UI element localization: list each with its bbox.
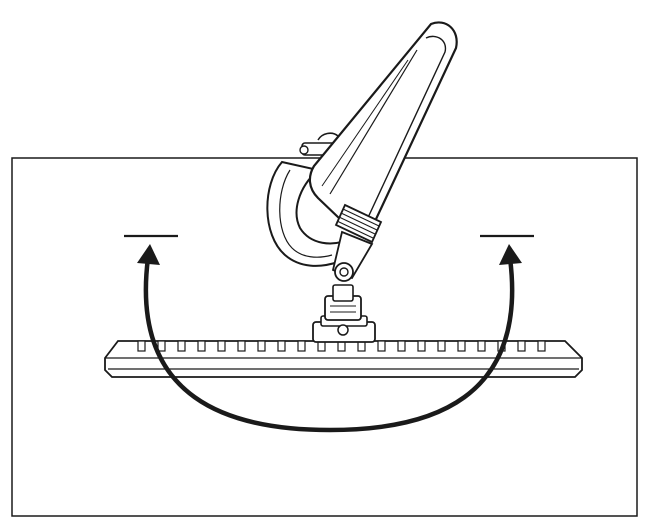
base-slot [417, 340, 426, 352]
base-slot [177, 340, 186, 352]
base-slot [137, 340, 146, 352]
slotted-base-bar [104, 340, 583, 378]
base-slot [377, 340, 386, 352]
base-slot [237, 340, 246, 352]
lamp-arm [308, 21, 458, 282]
base-slot [437, 340, 446, 352]
base-slot [517, 340, 526, 352]
base-slot [257, 340, 266, 352]
mount-clamp [312, 284, 376, 343]
left-arrowhead [137, 244, 160, 265]
base-slot [477, 340, 486, 352]
base-slots [137, 340, 546, 352]
base-slot [197, 340, 206, 352]
base-slot [457, 340, 466, 352]
base-slot [217, 340, 226, 352]
base-slot [397, 340, 406, 352]
right-arrowhead [499, 244, 522, 265]
arm-joint-ribs [334, 203, 383, 244]
base-slot [297, 340, 306, 352]
base-slot [277, 340, 286, 352]
base-slot [537, 340, 546, 352]
base-slot [157, 340, 166, 352]
curved-double-arrow-icon [137, 244, 522, 433]
